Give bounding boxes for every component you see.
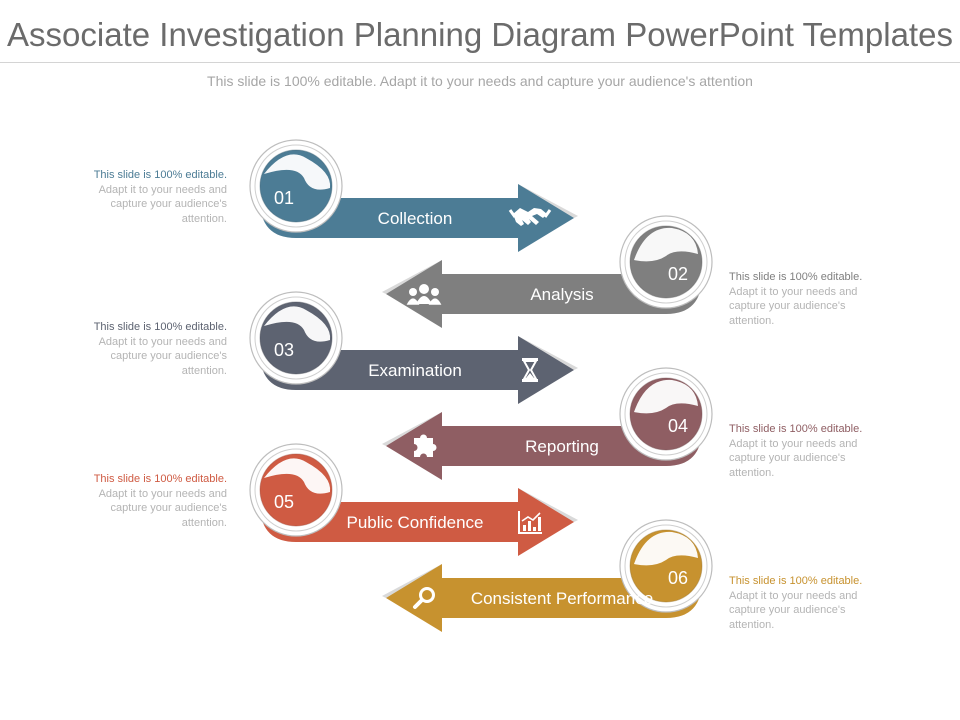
- note-heading: This slide is 100% editable.: [729, 271, 863, 283]
- step-label: Public Confidence: [346, 513, 483, 532]
- step-label: Examination: [368, 361, 462, 380]
- note-body: Adapt it to your needs and capture your …: [729, 589, 858, 631]
- arrow-edge: [382, 412, 442, 446]
- step-note: This slide is 100% editable. Adapt it to …: [77, 320, 227, 378]
- hourglass-icon: [522, 358, 538, 382]
- note-body: Adapt it to your needs and capture your …: [729, 285, 858, 327]
- step-label: Analysis: [530, 285, 593, 304]
- note-heading: This slide is 100% editable.: [93, 169, 227, 181]
- step-number: 06: [668, 568, 688, 588]
- step-note: This slide is 100% editable. Adapt it to …: [729, 270, 879, 328]
- arrow-edge: [518, 184, 578, 218]
- step-note: This slide is 100% editable. Adapt it to …: [77, 168, 227, 226]
- step-label: Consistent Performance: [471, 589, 653, 608]
- note-body: Adapt it to your needs and capture your …: [729, 437, 858, 479]
- step-number: 03: [274, 340, 294, 360]
- step-label: Reporting: [525, 437, 599, 456]
- arrow-edge: [382, 260, 442, 294]
- slide-title: Associate Investigation Planning Diagram…: [7, 16, 953, 53]
- team-icon: [406, 284, 442, 305]
- arrow-edge: [382, 564, 442, 598]
- arrow-edge: [518, 336, 578, 370]
- note-heading: This slide is 100% editable.: [93, 473, 227, 485]
- slide-subtitle: This slide is 100% editable. Adapt it to…: [207, 73, 753, 89]
- arrow-edge: [518, 488, 578, 522]
- note-heading: This slide is 100% editable.: [729, 575, 863, 587]
- puzzle-icon: [414, 434, 437, 457]
- note-body: Adapt it to your needs and capture your …: [98, 487, 227, 529]
- step-note: This slide is 100% editable. Adapt it to …: [77, 472, 227, 530]
- step-number: 02: [668, 264, 688, 284]
- step-number: 05: [274, 492, 294, 512]
- chart-icon: [518, 511, 542, 534]
- note-body: Adapt it to your needs and capture your …: [98, 183, 227, 225]
- handshake-icon: [508, 208, 552, 226]
- note-body: Adapt it to your needs and capture your …: [98, 335, 227, 377]
- note-heading: This slide is 100% editable.: [729, 423, 863, 435]
- step-number: 04: [668, 416, 688, 436]
- step-note: This slide is 100% editable. Adapt it to …: [729, 422, 879, 480]
- note-heading: This slide is 100% editable.: [93, 321, 227, 333]
- step-number: 01: [274, 188, 294, 208]
- step-note: This slide is 100% editable. Adapt it to …: [729, 574, 879, 632]
- title-divider: [0, 62, 960, 63]
- magnifier-icon: [413, 587, 435, 609]
- step-label: Collection: [378, 209, 453, 228]
